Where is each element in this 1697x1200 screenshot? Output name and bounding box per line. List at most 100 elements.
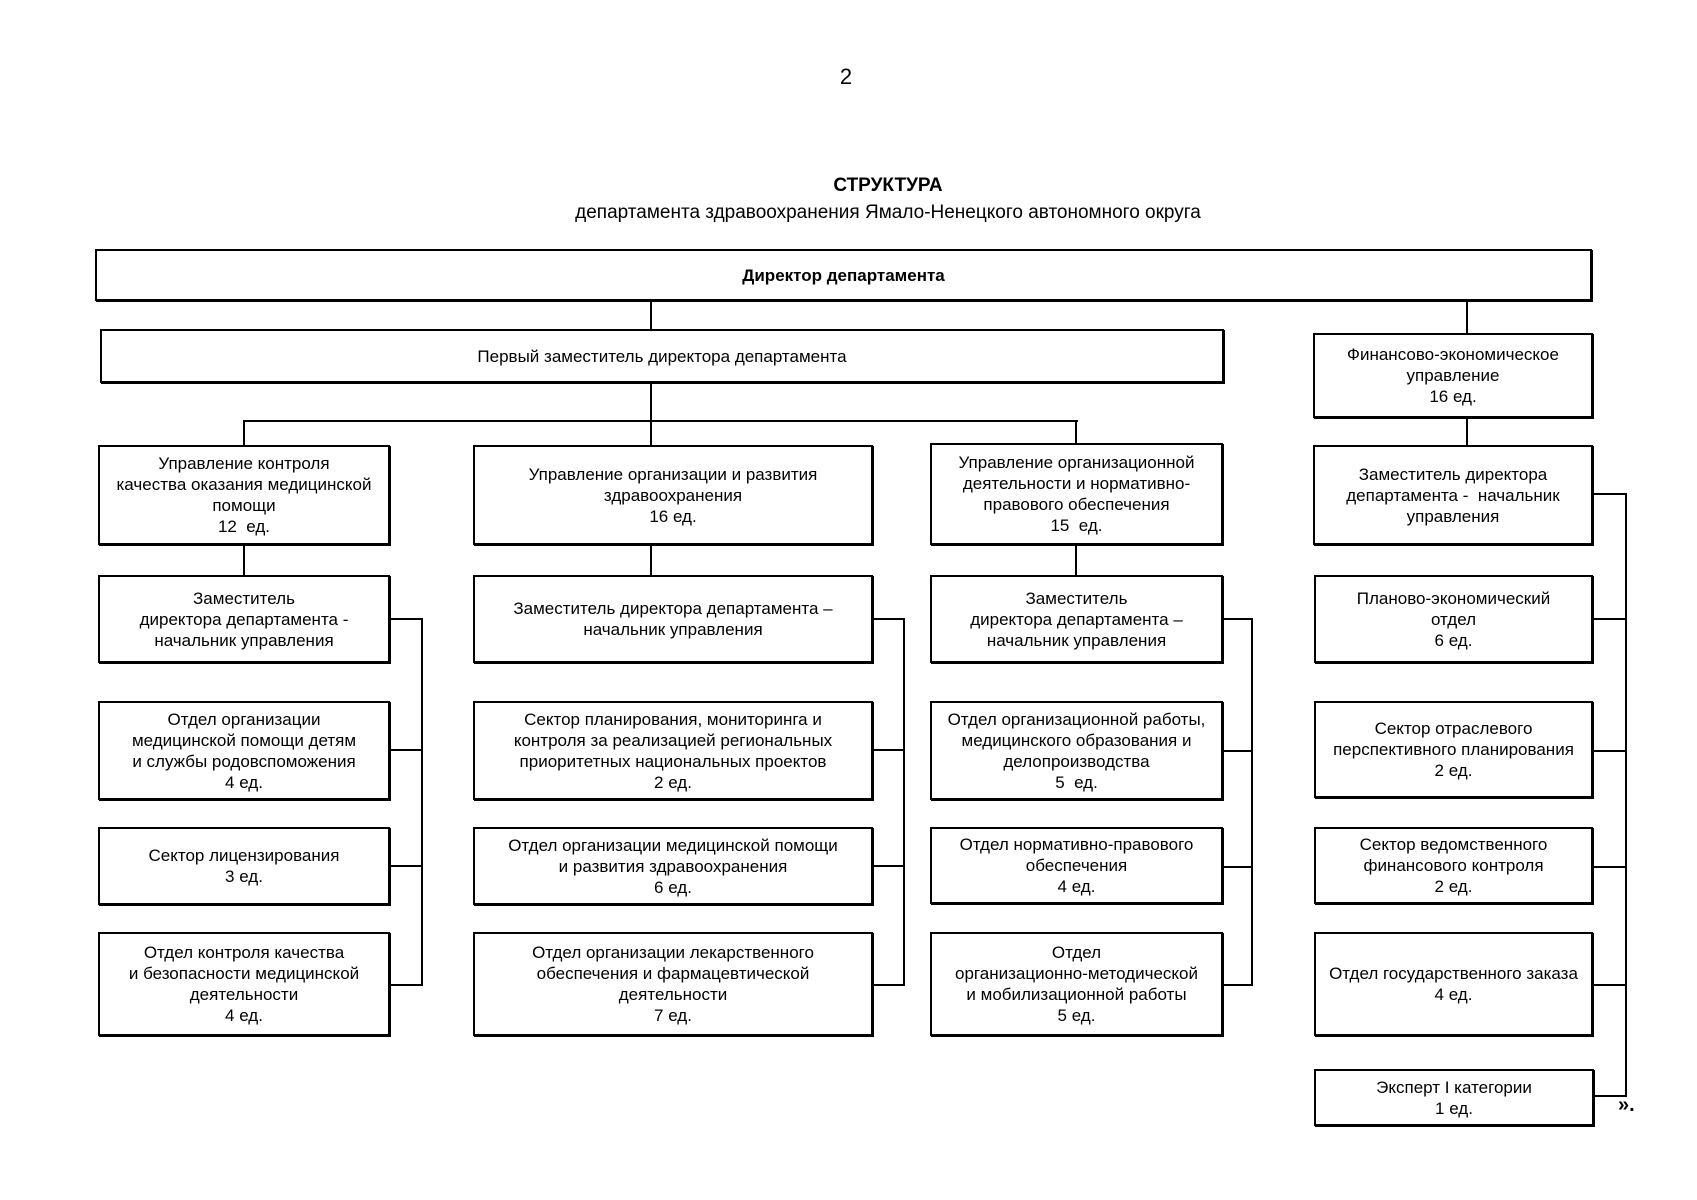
box-deputy-legal-org: Заместитель директора департамента – нач… [930, 575, 1223, 663]
box-legal-org-directorate: Управление организационной деятельности … [930, 443, 1223, 545]
closing-quote-mark: ». [1618, 1094, 1635, 1116]
box-director-label: Директор департамента [742, 265, 945, 285]
title-line-2: департамента здравоохранения Ямало-Ненец… [575, 202, 1201, 223]
connector-drop-col3 [1075, 420, 1077, 445]
box-director: Директор департамента [95, 249, 1592, 301]
connector-finance-deputy [1466, 418, 1468, 446]
box-label: Управление контроля качества оказания ме… [116, 454, 372, 515]
box-label: Заместитель директора департамента – нач… [513, 599, 833, 639]
connector-first-deputy-riser [650, 383, 652, 422]
connector-drop-col1 [243, 420, 245, 445]
connector-col2-child1-stub [873, 749, 903, 751]
connector-col4-rail [1625, 493, 1627, 1097]
connector-col1-child2-stub [390, 865, 421, 867]
connector-director-first-deputy [650, 301, 652, 329]
box-units: 7 ед. [654, 1006, 692, 1025]
box-legal-support-dept: Отдел нормативно-правового обеспечения 4… [930, 827, 1223, 904]
connector-col3-head-deputy [1075, 545, 1077, 575]
box-label: Отдел организации лекарственного обеспеч… [532, 943, 814, 1004]
box-label: Заместитель директора департамента - нач… [1346, 464, 1560, 526]
box-label: Отдел контроля качества и безопасности м… [128, 943, 360, 1004]
box-first-deputy-label: Первый заместитель директора департамент… [477, 346, 847, 366]
connector-col1-child3-stub [390, 984, 421, 986]
connector-col2-rail [903, 618, 905, 986]
box-units: 1 ед. [1435, 1098, 1473, 1118]
box-planning-monitoring-sector: Сектор планирования, мониторинга и контр… [473, 701, 873, 800]
box-label: Управление организации и развития здраво… [528, 464, 818, 505]
box-units: 4 ед. [225, 772, 263, 792]
connector-col3-child3-stub [1223, 984, 1251, 986]
box-org-development-directorate: Управление организации и развития здраво… [473, 445, 873, 545]
box-units: 6 ед. [1434, 630, 1473, 650]
box-label: Отдел нормативно-правового обеспечения [959, 835, 1194, 875]
connector-distributor [243, 420, 1078, 422]
connector-col4-child5-stub [1593, 1095, 1625, 1097]
box-label: Управление организационной деятельности … [958, 453, 1195, 514]
box-units: 6 ед. [654, 877, 692, 897]
connector-col1-deputy-stub [390, 618, 423, 620]
connector-col1-child1-stub [390, 749, 421, 751]
connector-col4-child4-stub [1593, 984, 1625, 986]
box-units: 2 ед. [1434, 877, 1473, 896]
box-quality-safety-dept: Отдел контроля качества и безопасности м… [98, 932, 390, 1036]
box-expert-1st-category: Эксперт I категории 1 ед. [1314, 1069, 1594, 1126]
connector-col4-child3-stub [1593, 866, 1625, 868]
box-children-medical-aid-dept: Отдел организации медицинской помощи дет… [98, 701, 390, 800]
box-units: 4 ед. [1434, 985, 1473, 1004]
connector-col3-child2-stub [1223, 866, 1251, 868]
box-org-work-education-dept: Отдел организационной работы, медицинско… [930, 701, 1223, 800]
box-quality-control-directorate: Управление контроля качества оказания ме… [98, 445, 390, 545]
box-pharma-supply-dept: Отдел организации лекарственного обеспеч… [473, 932, 873, 1036]
box-finance-economic-directorate: Финансово-экономическое управление 16 ед… [1313, 333, 1593, 418]
box-label: Финансово-экономическое управление [1347, 345, 1559, 385]
connector-col2-child2-stub [873, 865, 903, 867]
box-label: Отдел государственного заказа [1329, 964, 1578, 983]
box-units: 2 ед. [654, 772, 692, 792]
box-label: Планово-экономический отдел [1356, 588, 1551, 629]
box-units: 4 ед. [225, 1006, 263, 1025]
box-units: 5 ед. [1055, 772, 1098, 792]
box-label: Отдел организационно-методической и моби… [955, 943, 1198, 1004]
box-deputy-org-development: Заместитель директора департамента – нач… [473, 575, 873, 663]
connector-col2-head-deputy [650, 545, 652, 575]
document-title: СТРУКТУРА департамента здравоохранения Я… [488, 172, 1288, 226]
box-state-order-dept: Отдел государственного заказа 4 ед. [1314, 932, 1593, 1036]
connector-col1-rail [421, 618, 423, 986]
box-units: 3 ед. [225, 867, 263, 886]
connector-col4-deputy-stub [1593, 493, 1627, 495]
box-label: Отдел организации медицинской помощи и р… [508, 835, 838, 876]
connector-col4-child2-stub [1593, 750, 1625, 752]
connector-col4-child1-stub [1593, 618, 1625, 620]
box-label: Заместитель директора департамента – нач… [970, 588, 1183, 650]
connector-col2-child3-stub [873, 984, 903, 986]
box-label: Отдел организационной работы, медицинско… [947, 709, 1206, 771]
box-deputy-finance: Заместитель директора департамента - нач… [1313, 445, 1593, 545]
box-medical-aid-development-dept: Отдел организации медицинской помощи и р… [473, 827, 873, 905]
box-sector-perspective-planning: Сектор отраслевого перспективного планир… [1314, 701, 1593, 798]
box-units: 15 ед. [1050, 516, 1103, 535]
box-licensing-sector: Сектор лицензирования 3 ед. [98, 827, 390, 905]
box-units: 2 ед. [1434, 761, 1473, 780]
box-planning-economic-dept: Планово-экономический отдел 6 ед. [1314, 575, 1593, 663]
connector-col1-head-deputy [243, 545, 245, 575]
connector-drop-col2 [650, 420, 652, 445]
box-label: Сектор отраслевого перспективного планир… [1333, 719, 1574, 759]
box-label: Заместитель директора департамента - нач… [139, 588, 349, 650]
box-units: 12 ед. [217, 517, 271, 536]
connector-col3-rail [1251, 618, 1253, 986]
connector-col2-deputy-stub [873, 618, 905, 620]
box-first-deputy: Первый заместитель директора департамент… [100, 329, 1224, 383]
box-label: Сектор лицензирования [148, 846, 340, 865]
title-line-1: СТРУКТУРА [833, 175, 943, 196]
page-number: 2 [839, 64, 853, 89]
box-label: Отдел организации медицинской помощи дет… [131, 709, 357, 771]
box-label: Сектор ведомственного финансового контро… [1359, 835, 1548, 875]
box-units: 16 ед. [649, 506, 697, 526]
connector-col3-deputy-stub [1223, 618, 1253, 620]
box-sector-financial-control: Сектор ведомственного финансового контро… [1314, 827, 1593, 904]
box-units: 4 ед. [1057, 877, 1096, 896]
box-deputy-quality-control: Заместитель директора департамента - нач… [98, 575, 390, 663]
connector-director-finance [1466, 301, 1468, 333]
box-label: Сектор планирования, мониторинга и контр… [513, 709, 833, 771]
box-units: 5 ед. [1057, 1006, 1096, 1025]
